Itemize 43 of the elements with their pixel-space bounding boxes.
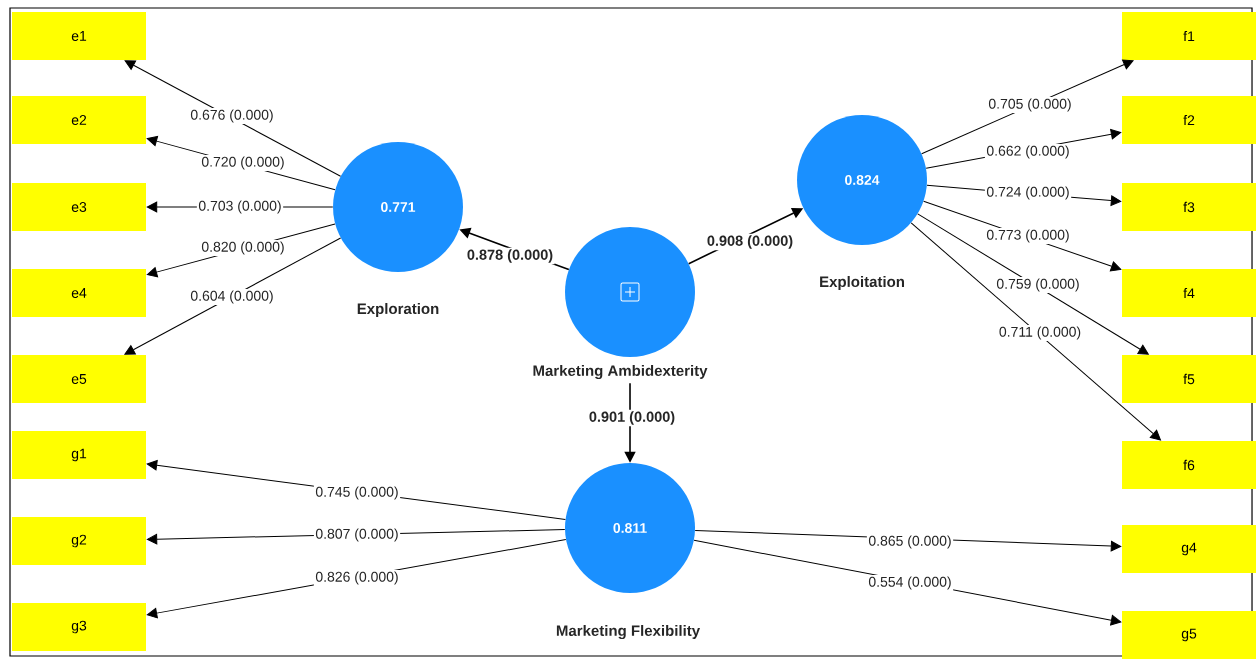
edge-label: 0.826 (0.000) — [313, 570, 401, 587]
edge-label: 0.703 (0.000) — [196, 199, 284, 215]
indicator-box: f1 — [1122, 12, 1256, 60]
edge-label: 0.720 (0.000) — [199, 155, 287, 171]
arrow — [910, 222, 1161, 441]
indicator-box: g5 — [1122, 611, 1256, 659]
arrow — [124, 60, 342, 177]
indicator-box: f6 — [1122, 441, 1256, 489]
indicator-box: e1 — [12, 12, 146, 60]
node-label: Marketing Ambidexterity — [533, 364, 708, 380]
indicator-box: g3 — [12, 603, 146, 651]
edge-label: 0.662 (0.000) — [984, 144, 1072, 160]
indicator-box: g4 — [1122, 525, 1256, 573]
edge-label: 0.908 (0.000) — [705, 233, 795, 251]
edge-label: 0.807 (0.000) — [313, 527, 401, 544]
indicator-box: e2 — [12, 96, 146, 144]
edge-label: 0.554 (0.000) — [866, 575, 954, 592]
indicator-box: f3 — [1122, 183, 1256, 231]
edge-label: 0.711 (0.000) — [997, 325, 1083, 341]
edge-label: 0.604 (0.000) — [188, 289, 276, 306]
node-label: Exploration — [357, 303, 439, 317]
edge-label: 0.820 (0.000) — [199, 240, 287, 256]
indicator-box: e5 — [12, 355, 146, 403]
edge-label: 0.676 (0.000) — [188, 108, 276, 124]
indicator-box: e3 — [12, 183, 146, 231]
edge-label: 0.773 (0.000) — [984, 228, 1072, 245]
indicator-box: f5 — [1122, 355, 1256, 403]
edge-label: 0.878 (0.000) — [465, 247, 555, 265]
node-label: Marketing Flexibility — [556, 624, 701, 640]
edge-label: 0.724 (0.000) — [984, 185, 1072, 201]
edge-label: 0.901 (0.000) — [587, 409, 677, 427]
indicator-box: e4 — [12, 269, 146, 317]
node-label: Exploitation — [820, 276, 905, 290]
arrow — [917, 213, 1149, 355]
edge-label: 0.759 (0.000) — [994, 277, 1082, 293]
indicator-box: f2 — [1122, 96, 1256, 144]
arrow — [124, 237, 342, 355]
indicator-box: g2 — [12, 517, 146, 565]
indicator-box: g1 — [12, 431, 146, 479]
edge-label: 0.865 (0.000) — [866, 534, 954, 551]
indicator-box: f4 — [1122, 269, 1256, 317]
edge-label: 0.705 (0.000) — [986, 97, 1074, 113]
edge-label: 0.745 (0.000) — [313, 485, 401, 502]
